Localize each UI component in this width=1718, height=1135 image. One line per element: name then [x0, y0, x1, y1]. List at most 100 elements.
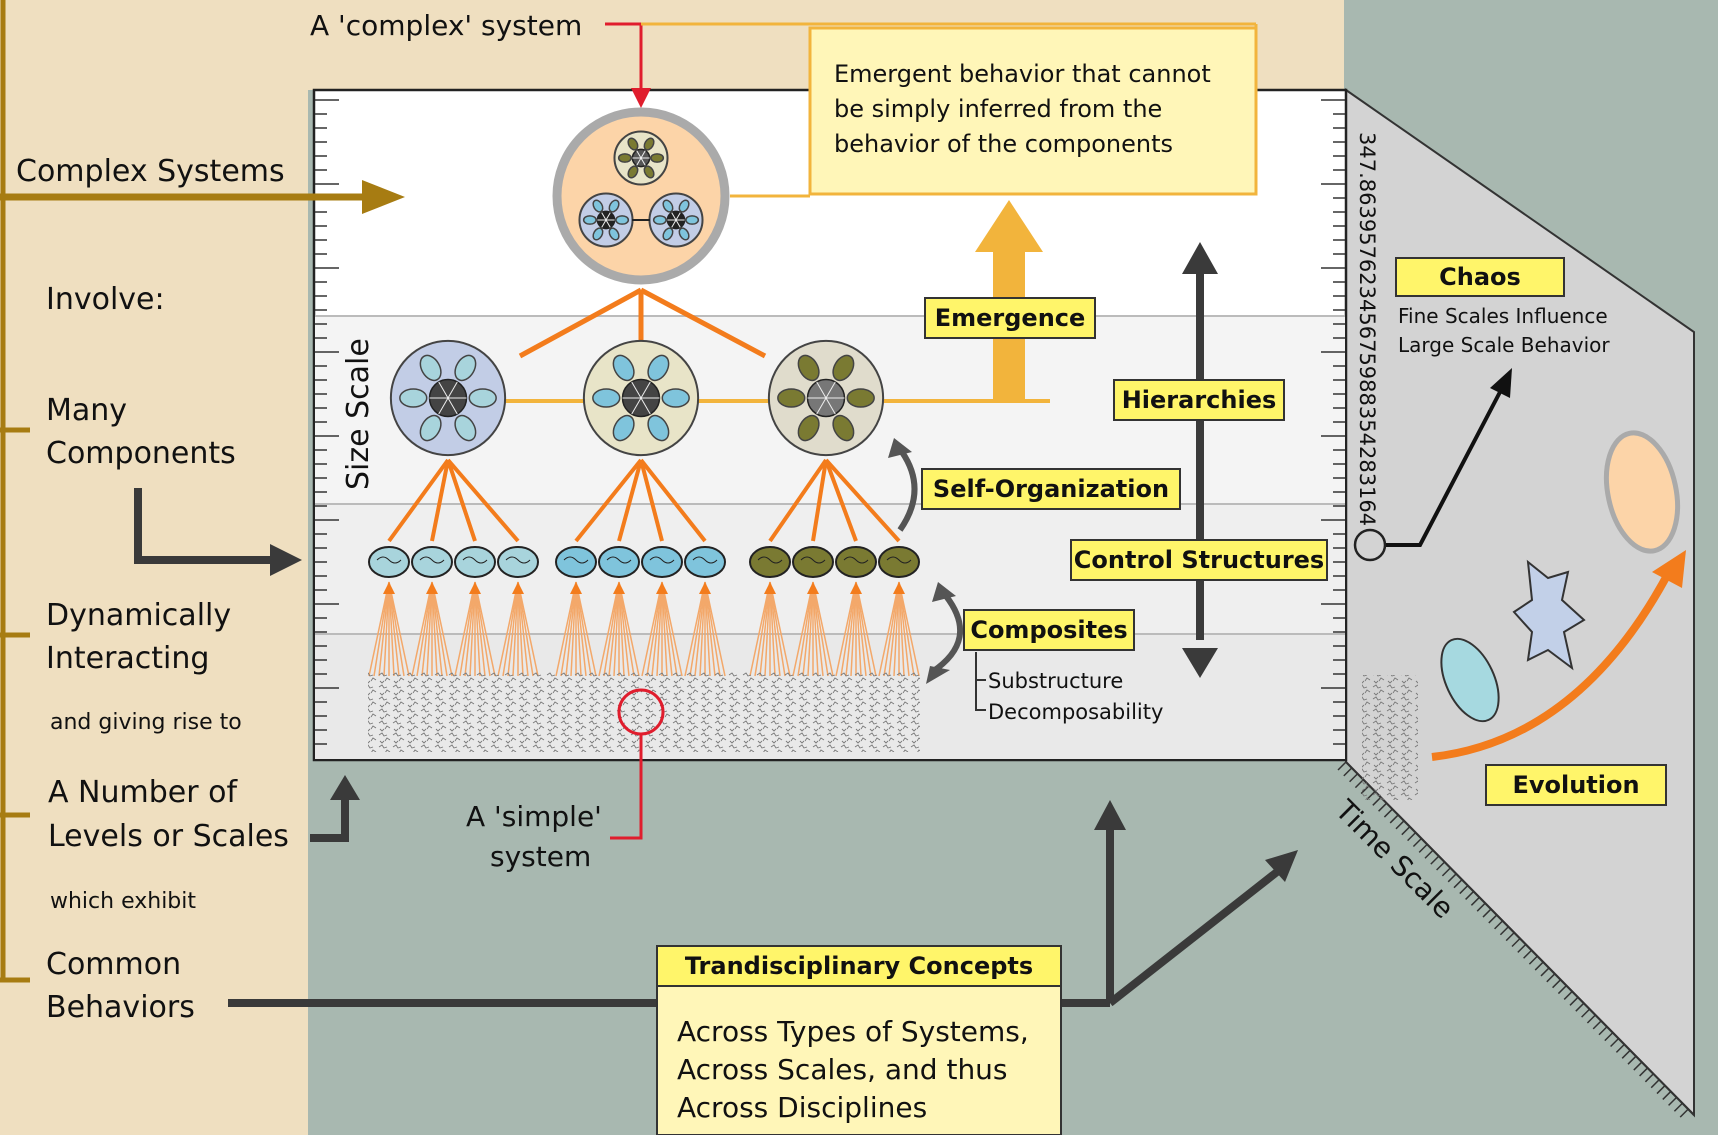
evolution-oval [1603, 430, 1681, 554]
spike-line [388, 581, 405, 677]
time-tick [1447, 873, 1457, 883]
spike-line [431, 581, 453, 677]
time-tick [1412, 837, 1422, 848]
spike-line [512, 581, 519, 677]
spike-line [704, 581, 716, 677]
speckle-substrate [368, 672, 920, 752]
spike-line [388, 581, 395, 677]
mini-flower-olive-petal [627, 137, 639, 151]
ellipse-texture [757, 556, 783, 564]
time-tick [1534, 961, 1544, 971]
ellipse-texture [419, 556, 445, 564]
time-tick [1546, 973, 1556, 983]
transdisciplinary-line: Across Types of Systems, [677, 1015, 1029, 1048]
mini-flower-blue-spoke [671, 212, 677, 221]
hierarchy-axis-top [1182, 242, 1218, 274]
complex-systems-label: Complex Systems [16, 154, 285, 189]
fan-line [387, 458, 450, 543]
spike-line [517, 581, 524, 677]
time-tick [1523, 949, 1533, 959]
ellipse-texture [800, 556, 826, 564]
composites-tag: Composites [963, 609, 1135, 651]
spike-line [474, 581, 496, 677]
time-tick [1395, 820, 1405, 830]
spike-line [694, 581, 706, 677]
spike-line [388, 581, 400, 677]
spike-line [517, 581, 529, 677]
spike-line [769, 581, 786, 677]
spike-line [764, 581, 771, 677]
levels-label: Levels or Scales [48, 819, 289, 854]
spike-line [388, 581, 410, 677]
involve-label: Involve: [46, 282, 165, 317]
spike-line [898, 581, 920, 677]
spike-line [454, 581, 476, 677]
ellipse-texture [649, 556, 675, 564]
fan-lines [387, 458, 901, 543]
spike-line [769, 581, 781, 677]
ellipse-texture [843, 556, 869, 564]
flower-blue-petal [468, 388, 497, 408]
flower-cream-spoke [640, 381, 651, 399]
flower-olive-petal [846, 388, 875, 408]
spike-tip [512, 582, 524, 594]
composites-arrowhead [932, 582, 956, 602]
spike-line [469, 581, 476, 677]
time-tick [1615, 1043, 1625, 1053]
mini-flower-olive-spoke [636, 150, 642, 159]
spike-line [598, 581, 620, 677]
spike-line [565, 581, 577, 677]
spike-line [575, 581, 587, 677]
spike-line [618, 581, 630, 677]
time-tick [1488, 914, 1498, 924]
spike-line [797, 581, 814, 677]
spike-line [812, 581, 819, 677]
components-arrowhead [270, 544, 302, 576]
composites-label: Composites [970, 616, 1127, 644]
time-tick [1621, 1049, 1631, 1059]
mini-flower-blue-spoke [601, 219, 607, 228]
component-ellipse [878, 546, 920, 578]
fan-line [639, 458, 707, 543]
spike-line [845, 581, 857, 677]
time-tick [1569, 996, 1579, 1006]
mini-flower-blue-spoke [675, 212, 681, 221]
time-tick [1441, 867, 1451, 877]
composites-arrowhead-bottom [926, 666, 950, 684]
hierarchies-label: Hierarchies [1122, 386, 1277, 414]
time-tick [1557, 985, 1567, 995]
spike-line [855, 581, 872, 677]
spike-line [754, 581, 771, 677]
spike-line [898, 581, 915, 677]
spike-line [840, 581, 857, 677]
flower-cream-spoke [631, 397, 642, 415]
flower-olive-petal [797, 414, 820, 442]
transdisciplinary-line: Across Disciplines [677, 1091, 927, 1124]
time-tick [1592, 1020, 1602, 1030]
spike-line [474, 581, 491, 677]
spike-line [769, 581, 776, 677]
simple-system-pointer [610, 734, 643, 840]
time-tick [1517, 943, 1527, 953]
flower-olive-spoke [816, 381, 827, 399]
mini-flower-olive [613, 130, 669, 186]
spike-line [898, 581, 910, 677]
levels-arrowhead [330, 775, 360, 800]
spike-tip [656, 582, 668, 594]
ellipse-texture [606, 556, 632, 564]
spike-line [416, 581, 433, 677]
mini-flower-olive-petal [617, 153, 632, 163]
mini-flower-blue-spoke [601, 212, 607, 221]
dynamically-label: Dynamically [46, 598, 231, 633]
time-tick [1343, 767, 1353, 777]
time-tick [1430, 855, 1440, 865]
chaos-subtitle: Fine Scales Influence [1398, 304, 1608, 328]
mini-flower-olive-petal [627, 165, 639, 179]
time-tick [1418, 843, 1428, 853]
spike-line [759, 581, 771, 677]
flower-blue-petal [454, 354, 477, 382]
spike-line [835, 581, 857, 677]
mini-flower-olive-spoke [640, 150, 646, 159]
time-tick [1662, 1090, 1672, 1100]
